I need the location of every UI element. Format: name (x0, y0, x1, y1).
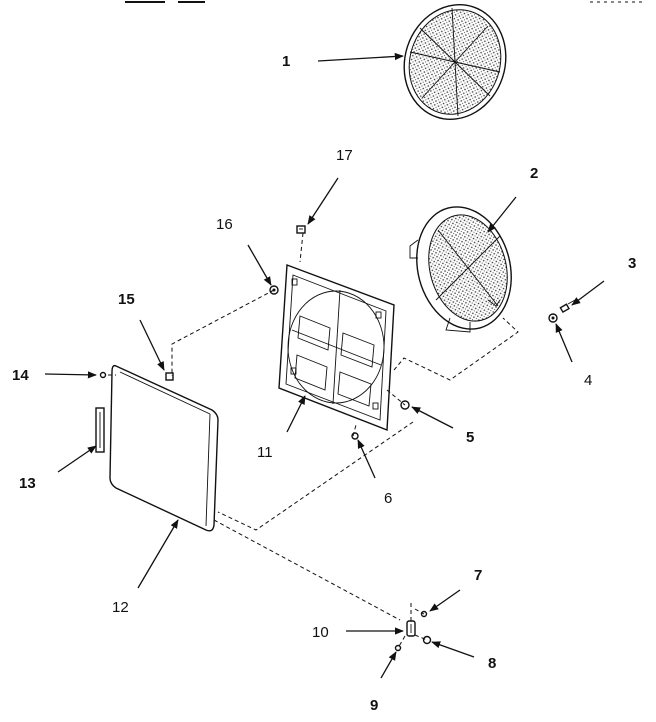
callout-15: 15 (118, 291, 135, 308)
part-15-clip (165, 372, 174, 381)
part-1-filter-screen (403, 4, 507, 120)
callout-3: 3 (628, 255, 636, 272)
part-2-bearing-housing (409, 206, 512, 333)
callout-17: 17 (336, 147, 353, 164)
part-17-screw (296, 225, 306, 234)
part-8-nut (422, 635, 432, 645)
callout-14: 14 (12, 367, 29, 384)
part-10-bracket (406, 620, 416, 637)
part-4-washer (548, 313, 558, 323)
callout-8: 8 (488, 655, 496, 672)
callout-11: 11 (257, 444, 273, 461)
part-3-screw (559, 299, 576, 314)
part-12-cover-panel (109, 364, 219, 532)
assembly-lines (108, 232, 519, 649)
callout-7: 7 (474, 567, 482, 584)
part-9-screw (394, 644, 402, 652)
callout-1: 1 (282, 53, 290, 70)
part-14-screw (99, 371, 107, 379)
callout-12: 12 (112, 599, 129, 616)
leader-lines (44, 52, 605, 679)
callout-9: 9 (370, 697, 378, 714)
part-13-hinge (95, 407, 105, 453)
callout-13: 13 (19, 475, 36, 492)
callout-5: 5 (466, 429, 474, 446)
callout-labels: 1 2 3 4 5 6 7 8 9 10 11 12 13 14 15 16 1… (12, 53, 636, 714)
part-11-panel-frame (278, 264, 395, 432)
callout-6: 6 (384, 490, 392, 507)
part-6-screw (351, 432, 359, 440)
callout-2: 2 (530, 165, 538, 182)
callout-4: 4 (584, 372, 592, 389)
callout-16: 16 (216, 216, 233, 233)
callout-10: 10 (312, 624, 329, 641)
